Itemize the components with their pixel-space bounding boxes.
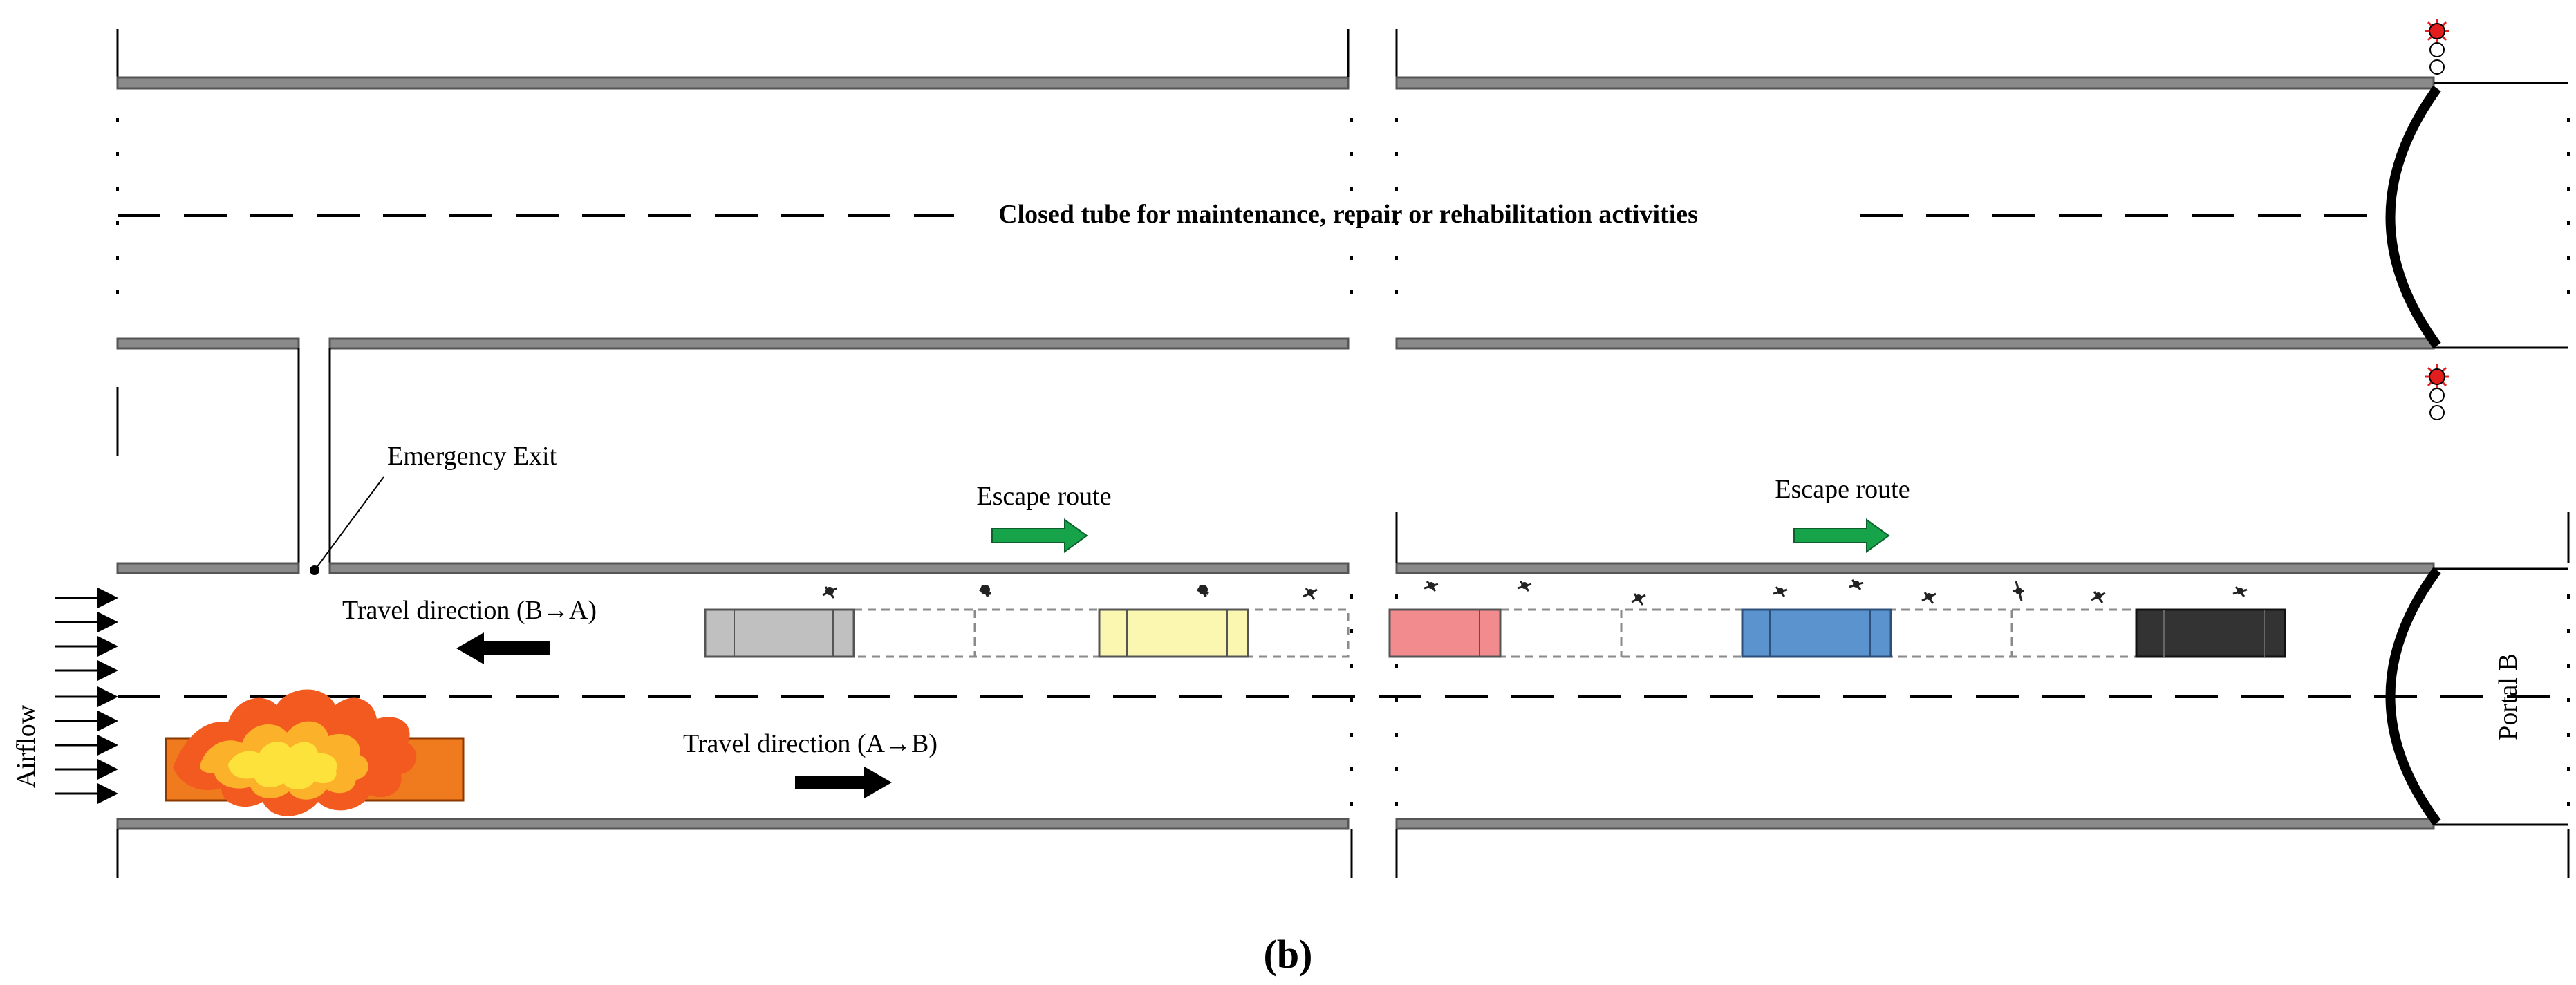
signal-light-icon — [2425, 364, 2449, 420]
travel-arrow-icon — [456, 632, 550, 664]
airflow-arrow-icon — [55, 588, 118, 804]
closed-tube-bottom-wall-b — [328, 337, 1350, 350]
travel-direction-a-b-label: Travel direction (A→B) — [683, 729, 937, 758]
portal-curve-bottom — [2385, 567, 2441, 826]
person-icon — [1773, 586, 1788, 597]
closed-tube-label: Closed tube for maintenance, repair or r… — [998, 200, 1698, 229]
portal-curve-top — [2385, 85, 2441, 349]
active-tube — [116, 512, 2570, 878]
escape-route-label-1: Escape route — [976, 482, 1111, 511]
airflow-label: Airflow — [12, 704, 41, 788]
person-icon — [1921, 592, 1936, 604]
closed-tube-bottom-wall-a — [116, 337, 300, 350]
vehicle-black — [2135, 608, 2286, 658]
escape-arrow-icon — [1793, 518, 1890, 553]
person-icon — [2091, 591, 2106, 603]
closed-tube-top-wall — [116, 76, 1350, 90]
closed-tube-top-wall-right — [1395, 76, 2435, 90]
vehicle-grey — [704, 608, 855, 658]
signal-light-icon — [2425, 19, 2449, 75]
person-icon — [1424, 581, 1439, 592]
person-icon — [2013, 581, 2024, 601]
person-icon — [979, 585, 991, 597]
person-icon — [2232, 586, 2248, 597]
emergency-exit-label: Emergency Exit — [387, 442, 557, 471]
person-icon — [1631, 593, 1646, 606]
closed-tube — [116, 29, 2570, 350]
fire-icon — [173, 689, 417, 816]
escape-route-label-2: Escape route — [1775, 475, 1910, 504]
emergency-exit — [116, 348, 384, 575]
person-icon — [1517, 581, 1532, 592]
portal-b-label: Portal B — [2494, 653, 2523, 740]
travel-direction-b-a-label: Travel direction (B→A) — [342, 596, 597, 625]
vehicle-pink — [1388, 608, 1502, 658]
vehicle-blue — [1741, 608, 1892, 658]
person-icon — [1849, 579, 1864, 590]
person-icon — [1197, 585, 1209, 597]
panel-label: (b) — [1264, 932, 1313, 977]
person-icon — [822, 586, 837, 599]
closed-tube-bottom-wall-c — [1395, 337, 2435, 350]
person-icon — [1303, 588, 1318, 600]
vehicle-yellow — [1098, 608, 1249, 658]
travel-arrow-icon — [795, 767, 892, 798]
escape-arrow-icon — [991, 518, 1088, 553]
